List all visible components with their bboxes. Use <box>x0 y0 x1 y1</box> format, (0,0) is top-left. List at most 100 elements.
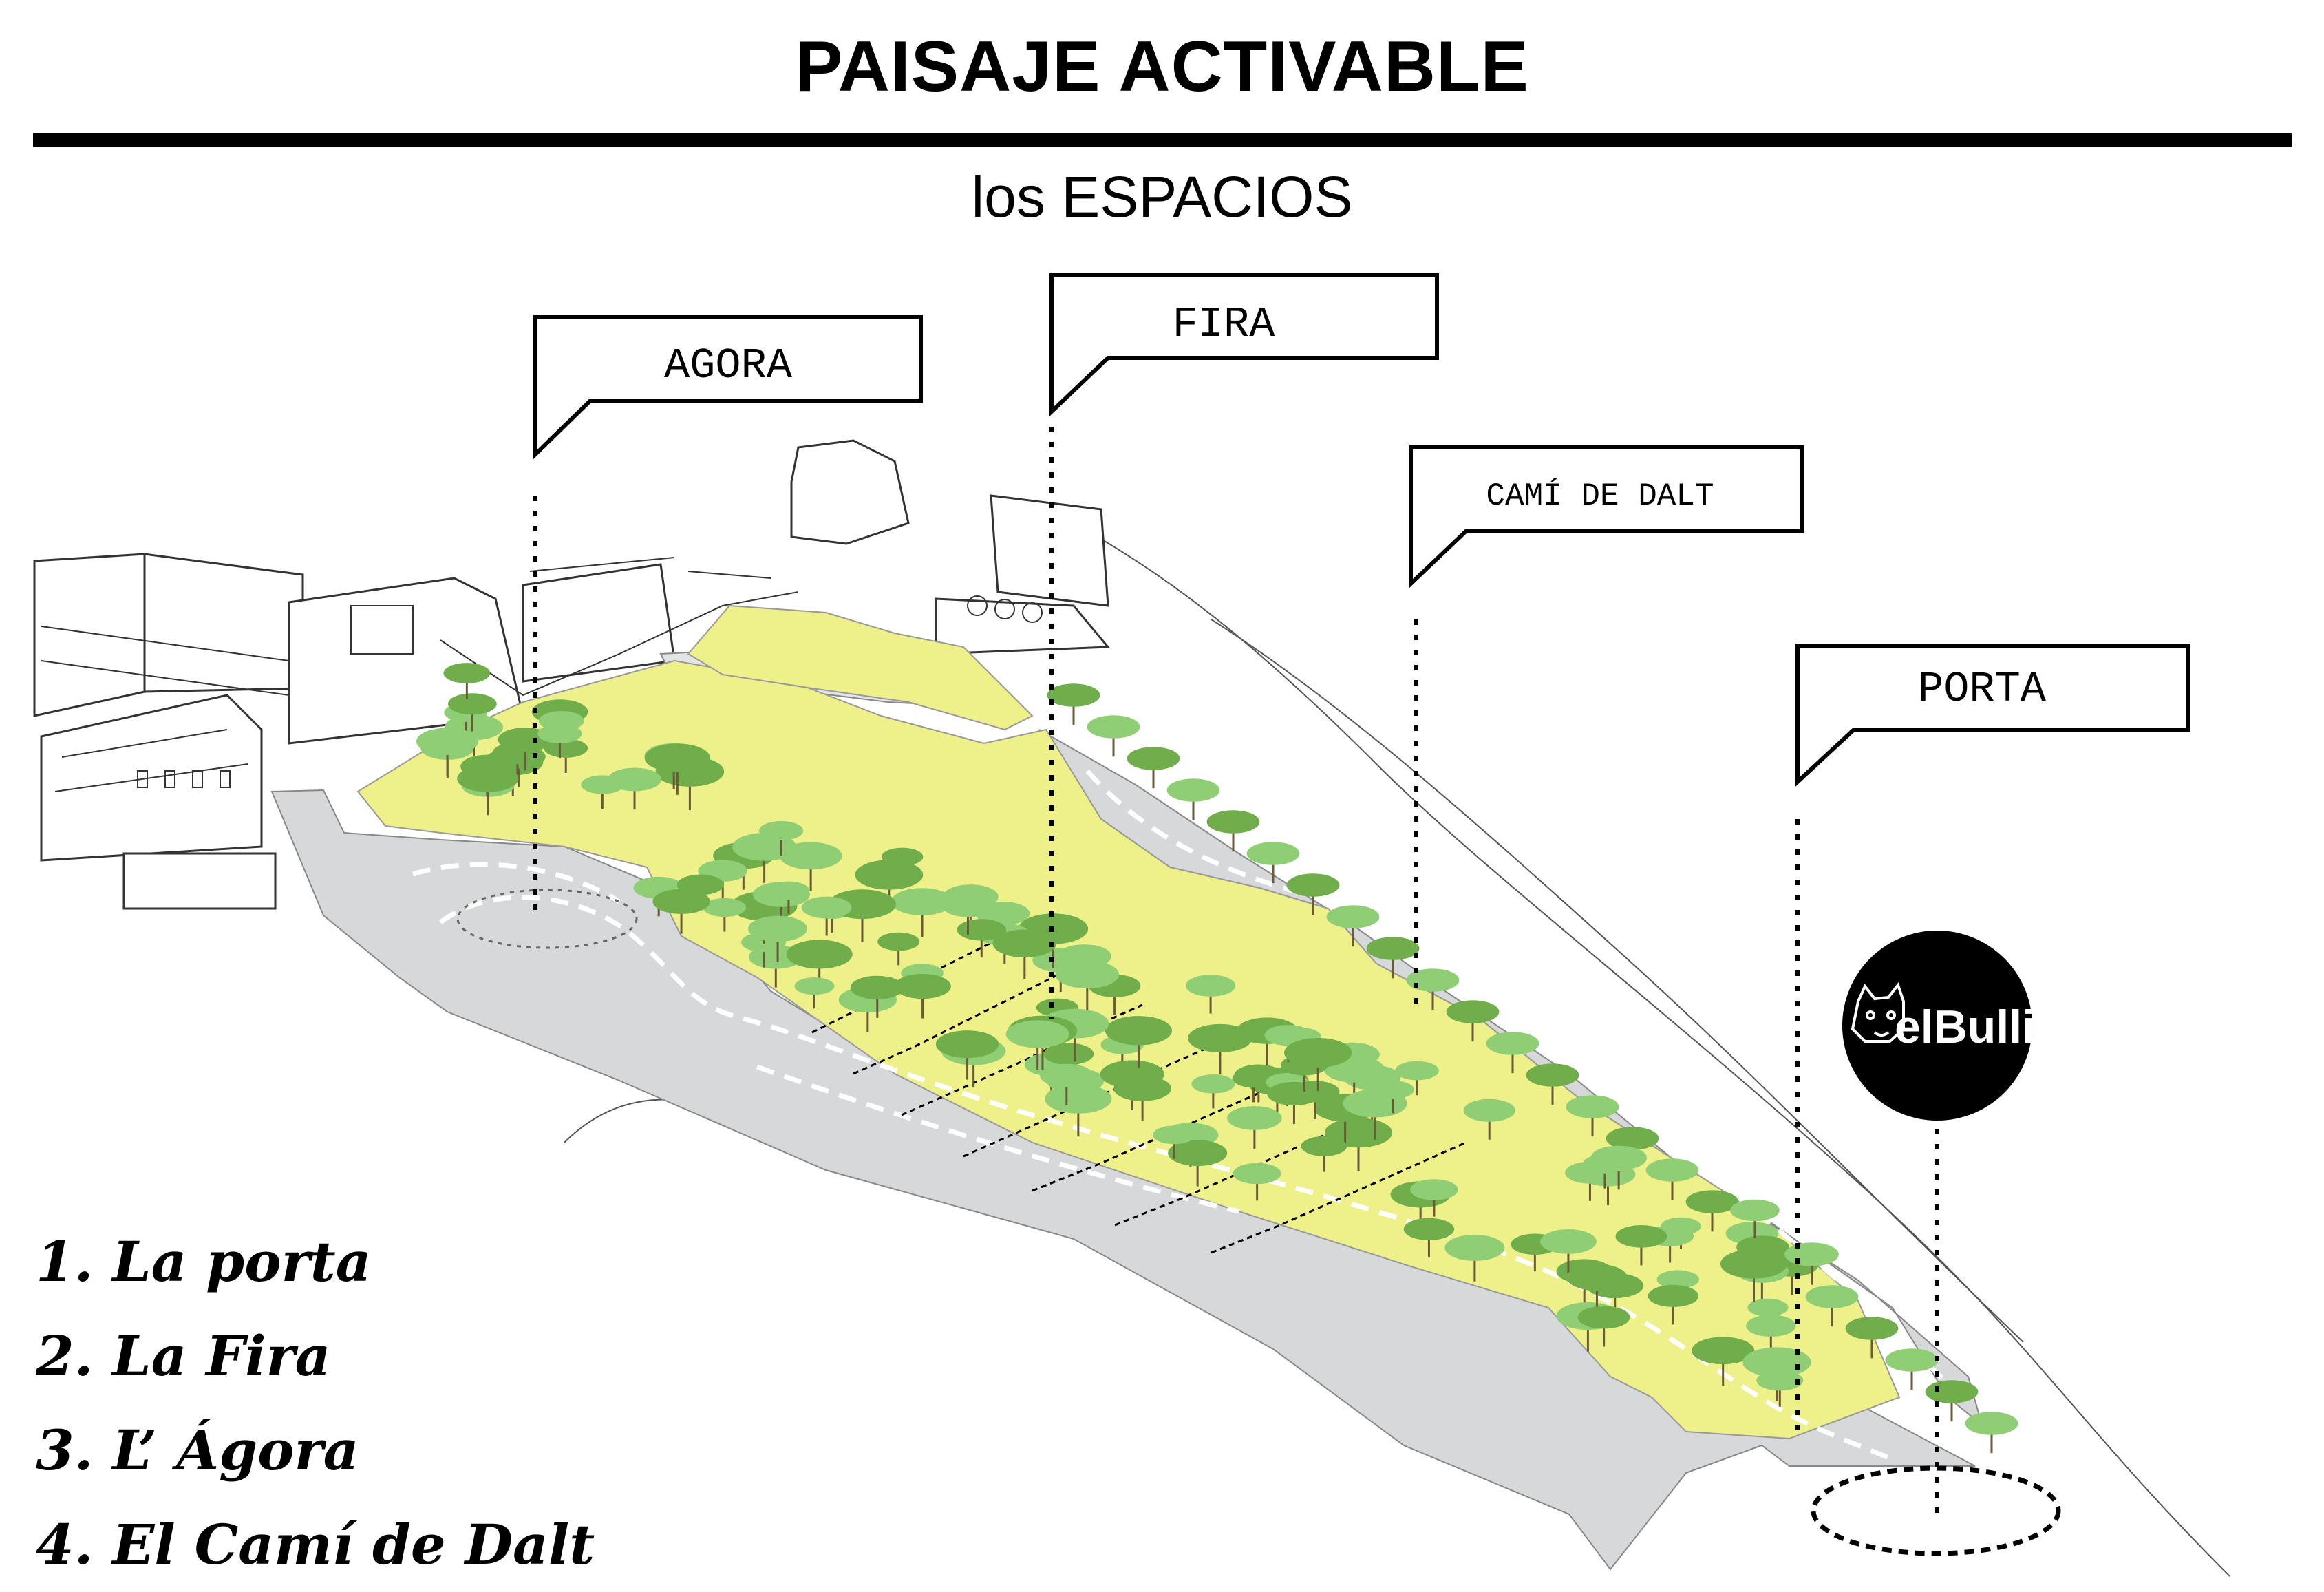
tree <box>1301 1136 1347 1172</box>
tree <box>447 693 497 732</box>
tree <box>1685 1190 1739 1232</box>
callout-cami-label: CAMÍ DE DALT <box>1486 478 1714 514</box>
callout-porta-label: PORTA <box>1918 665 2047 714</box>
tree <box>1191 1074 1235 1109</box>
tree <box>894 973 951 1019</box>
tree <box>1615 1224 1667 1266</box>
tree <box>1446 1000 1500 1042</box>
tree <box>1444 1234 1505 1282</box>
tree <box>1965 1412 2018 1454</box>
elbulli-logo-text: elBulli <box>1895 1001 2035 1053</box>
tree <box>537 723 582 759</box>
tree <box>1925 1380 1979 1422</box>
tree <box>1486 1032 1539 1074</box>
tree <box>1246 842 1300 884</box>
callout-porta: PORTA <box>1795 644 2190 1439</box>
legend-list: 1. La porta 2. La Fira 3. L’ Ágora 4. El… <box>36 1215 595 1592</box>
tree <box>992 929 1057 979</box>
title-divider <box>33 133 2292 147</box>
tree <box>1372 1080 1414 1114</box>
legend-item-porta: 1. La porta <box>36 1229 372 1294</box>
agora-ellipse <box>456 889 638 949</box>
tree <box>1720 1249 1788 1302</box>
tree <box>957 919 1007 958</box>
tree <box>652 889 710 934</box>
legend-item-cami: 4. El Camí de Dalt <box>36 1512 595 1577</box>
page-title: PAISAJE ACTIVABLE <box>795 27 1529 107</box>
tree <box>1566 1264 1628 1312</box>
tree <box>1648 1284 1699 1325</box>
tree <box>1045 1084 1112 1137</box>
tree <box>544 739 588 773</box>
tree <box>644 743 710 795</box>
tree <box>1645 1158 1699 1200</box>
tree <box>1583 1154 1627 1189</box>
tree <box>1055 960 1120 1010</box>
tree <box>801 896 852 936</box>
tree <box>891 888 954 937</box>
tree <box>1232 1069 1275 1103</box>
tree <box>1186 975 1236 1014</box>
tree <box>1127 747 1180 789</box>
tree <box>1105 1016 1173 1068</box>
tree <box>1187 1023 1252 1075</box>
tree <box>1577 1306 1630 1347</box>
tree <box>1395 1061 1439 1096</box>
tree <box>767 881 810 914</box>
tree <box>1730 1199 1780 1238</box>
tree <box>443 663 491 700</box>
tree <box>1885 1348 1939 1390</box>
tree <box>1227 1106 1282 1149</box>
tree <box>1233 1163 1281 1201</box>
tree <box>1267 1081 1321 1124</box>
tree <box>1526 1063 1579 1105</box>
callout-agora-label: AGORA <box>664 341 793 390</box>
tree <box>942 895 994 935</box>
elbulli-logo: elBulli <box>1842 931 2035 1521</box>
tree <box>1040 1063 1094 1106</box>
tree <box>935 1030 999 1080</box>
building-windows <box>137 605 414 788</box>
tree <box>1326 905 1380 947</box>
tree <box>1168 1140 1228 1187</box>
tree <box>1286 873 1340 915</box>
callout-agora: AGORA <box>533 315 923 915</box>
tree <box>1403 1218 1455 1258</box>
tree <box>794 977 835 1009</box>
trees-layer <box>416 663 2018 1454</box>
tree <box>1047 683 1100 725</box>
tree <box>1845 1317 1899 1359</box>
tree <box>1692 1337 1755 1386</box>
tree <box>1284 1037 1352 1091</box>
tree <box>457 765 519 814</box>
callout-fira: FIRA <box>1049 273 1439 1019</box>
tree <box>1410 1179 1458 1217</box>
tree <box>1087 715 1140 757</box>
tree <box>1166 778 1220 820</box>
legend-item-agora: 3. L’ Ágora <box>36 1418 359 1483</box>
callout-fira-label: FIRA <box>1173 300 1276 349</box>
page-subtitle: los ESPACIOS <box>971 164 1353 229</box>
tree <box>1153 1125 1195 1159</box>
tree <box>877 932 920 966</box>
tree <box>1113 1076 1171 1121</box>
tree <box>758 820 804 856</box>
tree <box>748 915 808 962</box>
tree <box>703 898 746 932</box>
tree <box>1406 968 1460 1010</box>
porta-ellipse <box>1811 1465 2061 1556</box>
tree <box>1366 937 1420 979</box>
legend-item-fira: 2. La Fira <box>36 1324 331 1388</box>
building-roof-lines <box>41 557 1043 792</box>
tree <box>1805 1285 1859 1327</box>
tree <box>416 728 479 776</box>
tree <box>1005 1020 1069 1070</box>
tree <box>581 775 624 809</box>
callout-cami: CAMÍ DE DALT <box>1409 445 1804 1012</box>
tree <box>850 975 904 1018</box>
tree <box>1206 810 1260 852</box>
tree <box>1756 1370 1804 1407</box>
tree <box>1566 1095 1619 1137</box>
